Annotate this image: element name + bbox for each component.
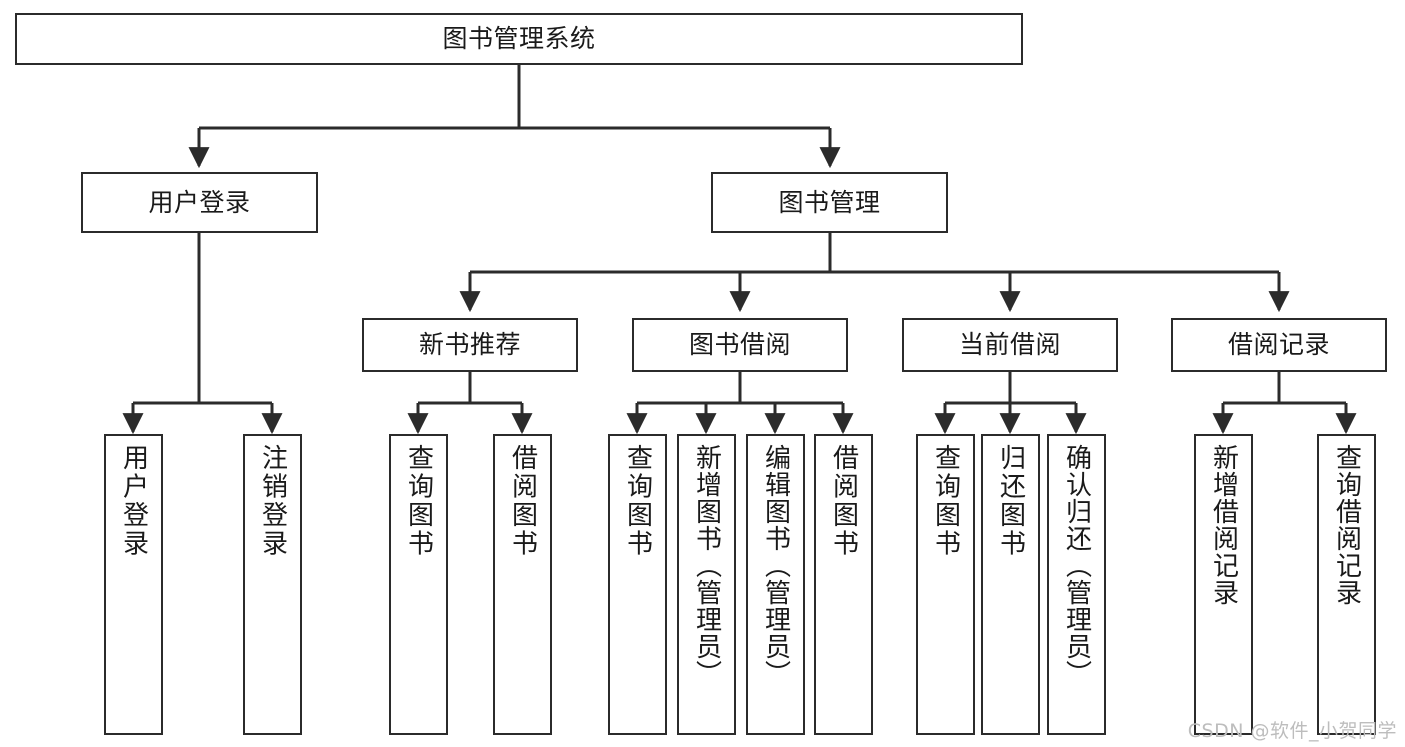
leaf-borrow-query-book[interactable]: 查询图书: [608, 434, 667, 735]
node-label: 归还图书: [995, 444, 1026, 558]
node-label: 借阅图书: [828, 444, 859, 558]
leaf-user-login-login[interactable]: 用户登录: [104, 434, 163, 735]
node-label: 新增借阅记录: [1208, 444, 1239, 606]
leaf-new-book-borrow[interactable]: 借阅图书: [493, 434, 552, 735]
node-label: 图书管理: [778, 187, 881, 217]
leaf-borrow-borrow-book[interactable]: 借阅图书: [814, 434, 873, 735]
node-label: 新增图书（管理员）: [691, 444, 722, 687]
node-label: 图书借阅: [688, 330, 791, 359]
node-label: 查询借阅记录: [1331, 444, 1362, 606]
node-label: 注销登录: [257, 444, 288, 558]
leaf-current-return-book[interactable]: 归还图书: [981, 434, 1040, 735]
node-label: 当前借阅: [958, 330, 1061, 359]
node-new-book-recommend[interactable]: 新书推荐: [362, 318, 578, 372]
leaf-record-add-borrow-record[interactable]: 新增借阅记录: [1194, 434, 1253, 735]
node-current-borrow[interactable]: 当前借阅: [902, 318, 1118, 372]
node-label: 查询图书: [403, 444, 434, 558]
leaf-current-query-book[interactable]: 查询图书: [916, 434, 975, 735]
node-label: 确认归还（管理员）: [1061, 444, 1092, 687]
node-label: 借阅图书: [507, 444, 538, 558]
leaf-borrow-edit-book-admin[interactable]: 编辑图书（管理员）: [746, 434, 805, 735]
node-label: 新书推荐: [418, 330, 521, 359]
node-label: 图书管理系统: [442, 24, 596, 53]
leaf-record-query-borrow-record[interactable]: 查询借阅记录: [1317, 434, 1376, 735]
node-borrow-record[interactable]: 借阅记录: [1171, 318, 1387, 372]
node-label: 查询图书: [622, 444, 653, 558]
node-label: 用户登录: [148, 187, 251, 217]
node-label: 编辑图书（管理员）: [760, 444, 791, 687]
node-label: 查询图书: [930, 444, 961, 558]
node-root-book-management-system[interactable]: 图书管理系统: [15, 13, 1023, 65]
leaf-current-confirm-return-admin[interactable]: 确认归还（管理员）: [1047, 434, 1106, 735]
leaf-user-login-logout[interactable]: 注销登录: [243, 434, 302, 735]
node-book-management[interactable]: 图书管理: [711, 172, 948, 233]
leaf-new-book-query[interactable]: 查询图书: [389, 434, 448, 735]
node-user-login[interactable]: 用户登录: [81, 172, 318, 233]
node-label: 用户登录: [118, 444, 149, 558]
node-book-borrow[interactable]: 图书借阅: [632, 318, 848, 372]
leaf-borrow-add-book-admin[interactable]: 新增图书（管理员）: [677, 434, 736, 735]
node-label: 借阅记录: [1227, 330, 1330, 359]
watermark-text: CSDN @软件_小贺同学: [1187, 720, 1397, 742]
